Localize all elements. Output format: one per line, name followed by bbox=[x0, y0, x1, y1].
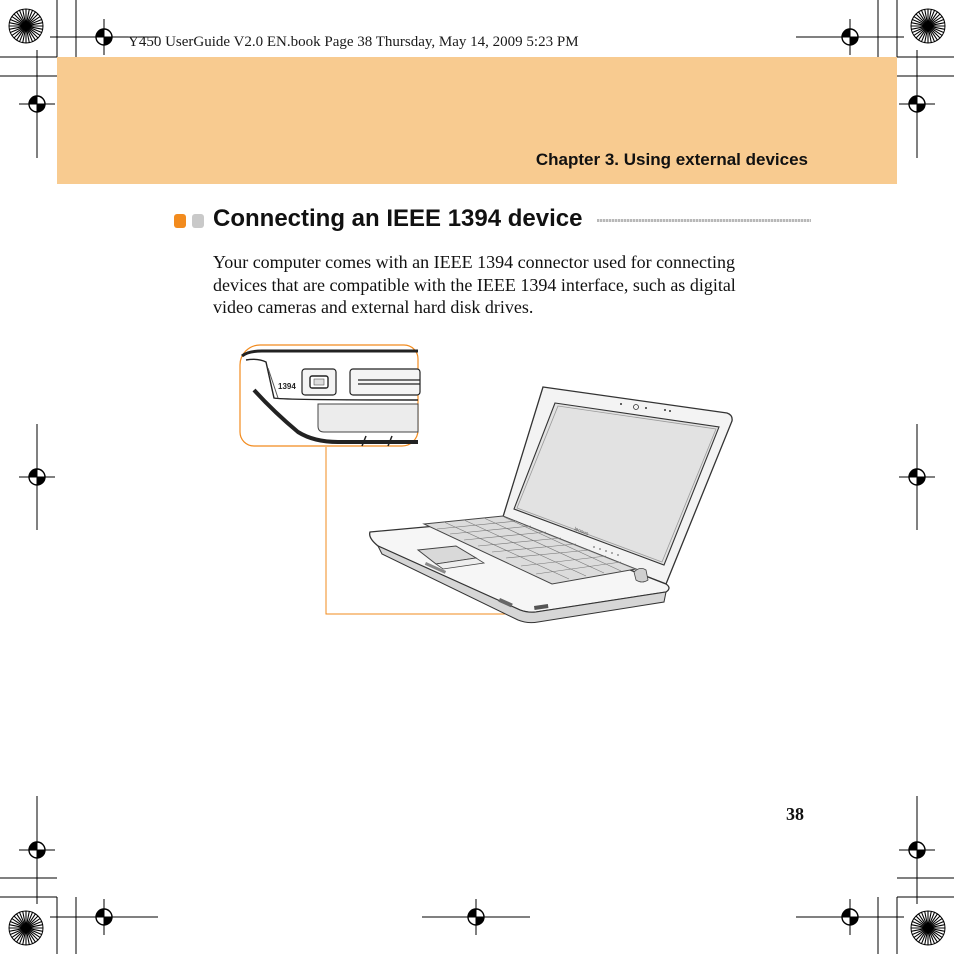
port-zoom-inset: 1394 bbox=[239, 344, 421, 447]
title-dotted-rule bbox=[597, 219, 811, 222]
port-label-1394: 1394 bbox=[278, 382, 296, 391]
bezel-brand-text: lenovo bbox=[573, 526, 589, 537]
laptop-1394-illustration: 1394 bbox=[239, 344, 733, 624]
page-number: 38 bbox=[786, 804, 804, 824]
body-line: Your computer comes with an IEEE 1394 co… bbox=[213, 252, 736, 272]
section-bullet-gray-icon bbox=[192, 214, 204, 228]
section-bullet-orange-icon bbox=[174, 214, 186, 228]
laptop-drawing: lenovo bbox=[369, 386, 733, 624]
callout-leader-line bbox=[325, 447, 528, 615]
print-info-line: Y450 UserGuide V2.0 EN.book Page 38 Thur… bbox=[128, 34, 579, 50]
body-line: devices that are compatible with the IEE… bbox=[213, 274, 736, 295]
chapter-title: Chapter 3. Using external devices bbox=[535, 150, 808, 169]
body-line: video cameras and external hard disk dri… bbox=[213, 297, 534, 317]
body-paragraph: Your computer comes with an IEEE 1394 co… bbox=[213, 251, 793, 319]
section-title: Connecting an IEEE 1394 device bbox=[213, 205, 583, 232]
header-band bbox=[57, 57, 897, 184]
